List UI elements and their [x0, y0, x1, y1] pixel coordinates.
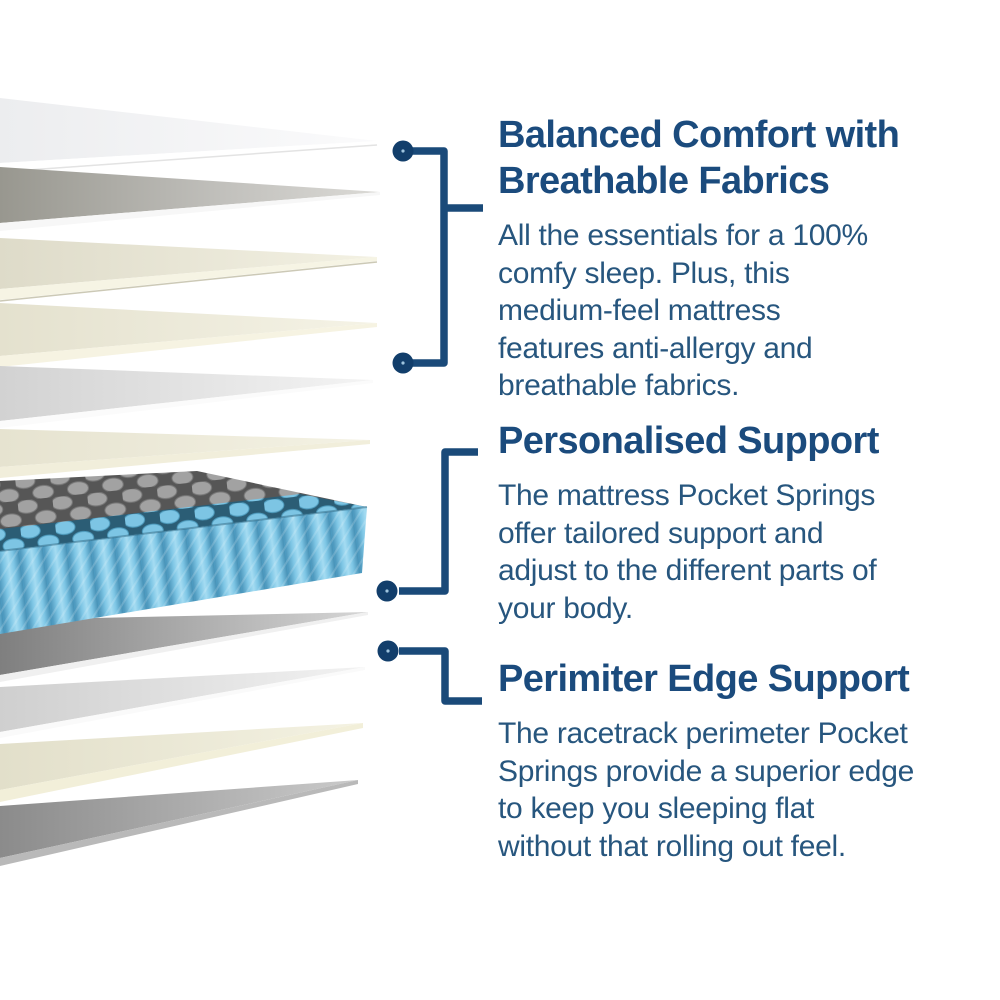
- layer-gray-fabric: [0, 167, 380, 231]
- feature-title: Perimiter Edge Support: [498, 658, 910, 700]
- layer-cream-base-foam: [0, 723, 363, 802]
- connector-bracket-edge: [399, 647, 482, 705]
- feature-title: Personalised Support: [498, 420, 879, 462]
- feature-section-personalised-support: Personalised Support The mattress Pocket…: [498, 418, 980, 627]
- layer-gray-under-springs: [0, 612, 368, 682]
- feature-body: All the essentials for a 100% comfy slee…: [498, 219, 868, 402]
- layer-light-gray-lower: [0, 667, 365, 738]
- layer-top-cover: [0, 98, 378, 173]
- callout-connectors: [399, 147, 483, 705]
- layer-pocket-springs: [0, 471, 368, 634]
- layer-light-gray: [0, 366, 373, 428]
- feature-section-balanced-comfort: Balanced Comfort with Breathable Fabrics…: [498, 112, 980, 405]
- feature-section-perimiter-edge-support: Perimiter Edge Support The racetrack per…: [498, 656, 980, 865]
- layer-cream-foam-3: [0, 429, 370, 478]
- feature-body: The mattress Pocket Springs offer tailor…: [498, 479, 877, 625]
- layer-bottom-base: [0, 780, 358, 866]
- connector-bracket-support: [399, 448, 478, 595]
- connector-bracket-comfort: [403, 147, 483, 367]
- layer-cream-foam-1: [0, 238, 378, 302]
- callout-dots: [376, 140, 414, 662]
- springs-top-blue-row: [0, 494, 367, 551]
- mattress-layer-stack: [0, 98, 380, 866]
- feature-title: Balanced Comfort with Breathable Fabrics: [498, 114, 900, 202]
- layer-cream-foam-2: [0, 303, 377, 367]
- feature-body: The racetrack perimeter Pocket Springs p…: [498, 717, 914, 863]
